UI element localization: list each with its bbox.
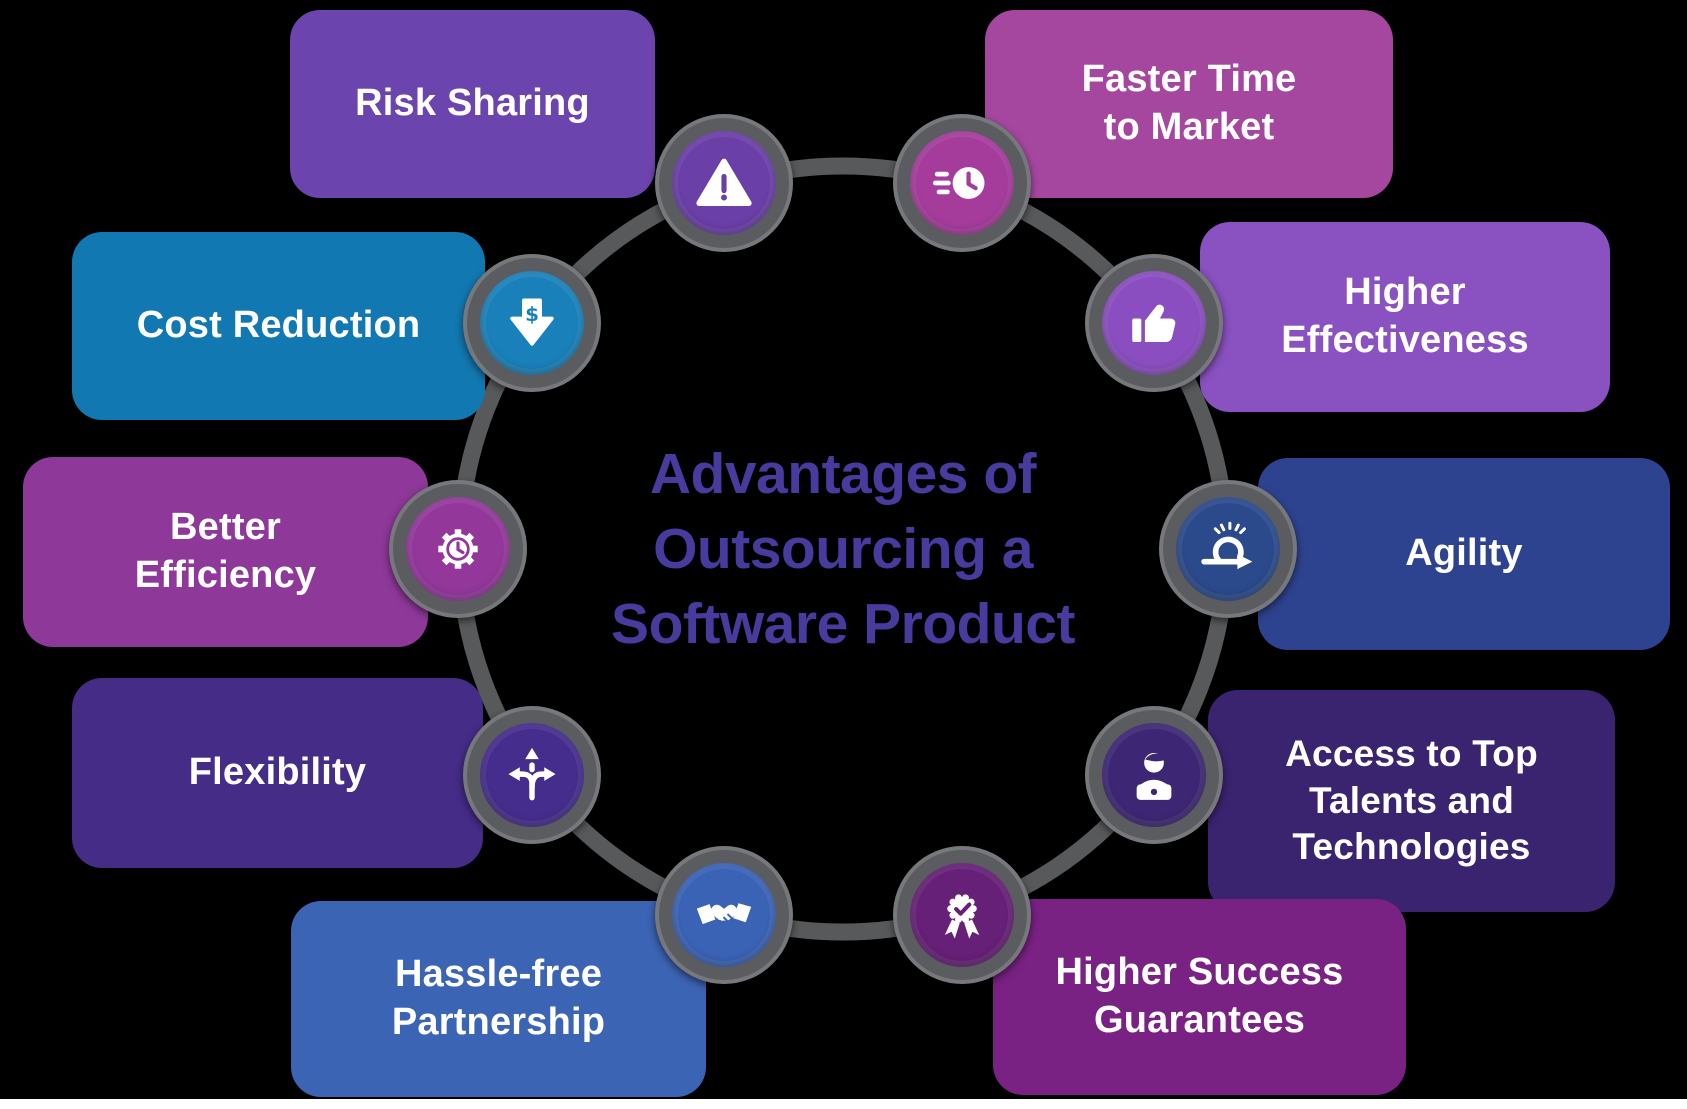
warning-icon — [694, 153, 754, 213]
node-agility — [1159, 480, 1297, 618]
bottom-strip — [0, 1099, 1687, 1109]
gear-clock-icon — [428, 519, 488, 579]
route-arrows-icon — [503, 746, 561, 804]
thumbs-up-icon — [1125, 294, 1183, 352]
handshake-icon — [695, 886, 753, 944]
svg-text:$: $ — [525, 303, 539, 326]
cost-down-icon: $ — [503, 294, 561, 352]
card-flexibility: Flexibility — [72, 678, 483, 868]
card-flexibility-label: Flexibility — [188, 751, 367, 794]
card-agility-label: Agility — [1405, 532, 1523, 575]
fast-clock-icon — [932, 153, 992, 213]
card-risk-sharing-label: Risk Sharing — [355, 82, 590, 125]
card-cost-reduction-label: Cost Reduction — [136, 304, 421, 347]
node-better-efficiency — [389, 480, 527, 618]
node-cost-reduction: $ — [463, 254, 601, 392]
card-cost-reduction: Cost Reduction — [72, 232, 485, 420]
agile-sprint-icon — [1198, 519, 1258, 579]
node-risk-sharing — [655, 114, 793, 252]
node-hassle-free-partnership — [655, 846, 793, 984]
node-access-to-top-talents — [1085, 706, 1223, 844]
developer-icon — [1124, 745, 1184, 805]
card-agility: Agility — [1258, 458, 1670, 650]
node-flexibility — [463, 706, 601, 844]
card-risk-sharing: Risk Sharing — [290, 10, 655, 198]
node-higher-effectiveness — [1085, 254, 1223, 392]
node-faster-time-to-market — [893, 114, 1031, 252]
node-higher-success-guarantees — [893, 846, 1031, 984]
award-badge-icon — [933, 886, 991, 944]
